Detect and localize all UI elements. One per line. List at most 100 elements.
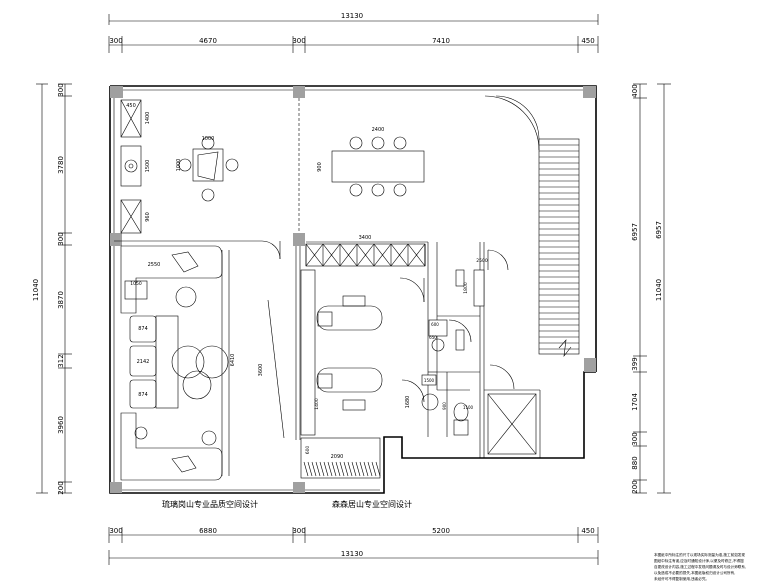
hob-1 xyxy=(317,311,333,327)
lamp xyxy=(134,426,148,440)
top-total-label: 13130 xyxy=(341,12,363,20)
column-mid-left xyxy=(110,233,122,246)
dining-chair xyxy=(393,136,407,150)
note-line-3: 自更改设计内容,施工过程中发现问题请及时与设计师联系, xyxy=(654,564,746,569)
note-line-2: 图纸中标注有误,应及时通知设计师,以便及时修正,不得擅 xyxy=(654,558,744,563)
hatch-line xyxy=(335,461,341,477)
hatch-line xyxy=(367,461,373,477)
coffee-table xyxy=(171,345,205,379)
dining-width-dim: 2400 xyxy=(372,127,385,133)
vanity-dim: 600 xyxy=(431,322,439,327)
seat-dim-1: 874 xyxy=(138,326,148,332)
hatch-line xyxy=(375,461,381,477)
cabinet-cell xyxy=(356,243,375,267)
cabinet-dim: 450 xyxy=(126,103,136,109)
note-line-4: 以免造成不必要的损失,本图纸版权归设计公司所有, xyxy=(654,570,735,575)
dining-chair xyxy=(349,183,363,197)
column-bottom-mid xyxy=(293,482,305,493)
bottom-dimension: 300 6880 300 5200 450 13130 xyxy=(108,527,599,565)
shower xyxy=(487,393,537,455)
hatch-line xyxy=(371,461,377,477)
table-width-dim: 1000 xyxy=(202,136,215,142)
bottom-seg-4: 5200 xyxy=(432,527,450,535)
hob-2 xyxy=(317,373,333,389)
chair xyxy=(201,136,215,150)
column-top-mid xyxy=(293,86,305,98)
hatch-line xyxy=(311,461,317,477)
top-seg-5: 450 xyxy=(581,37,594,45)
hatch-line xyxy=(355,461,361,477)
coffee-table xyxy=(182,370,212,400)
storage-dim: 960 xyxy=(145,212,151,222)
basin xyxy=(421,393,439,411)
left-seg-6: 3960 xyxy=(57,416,65,434)
vanity xyxy=(428,319,448,337)
right-seg-1: 400 xyxy=(631,84,639,97)
dining-table xyxy=(331,150,425,183)
column-right-low xyxy=(584,358,596,372)
hatch-line xyxy=(359,461,365,477)
dining-area: 2400 900 xyxy=(317,127,425,197)
left-seg-4: 3870 xyxy=(57,291,65,309)
column-top-right xyxy=(583,86,596,98)
bottom-cabinet-dim: 2090 xyxy=(331,454,344,460)
dining-chair xyxy=(371,183,385,197)
seat-dim-3: 874 xyxy=(138,392,148,398)
toilet-tank xyxy=(453,419,469,436)
sink-1 xyxy=(342,295,366,307)
top-seg-3: 300 xyxy=(292,37,305,45)
cabinet-row-dim: 3400 xyxy=(359,235,372,241)
basin-dim: 1500 xyxy=(145,160,151,173)
notes-block: 本图纸中所标注的尺寸以现场实际测量为准,施工前如发现 图纸中标注有误,应及时通知… xyxy=(654,552,746,581)
round-stool xyxy=(175,286,197,308)
cabinet-cell xyxy=(305,243,324,267)
dining-chair xyxy=(393,183,407,197)
left-seg-2: 3780 xyxy=(57,156,65,174)
hatch-line xyxy=(339,461,345,477)
hatch-line xyxy=(331,461,337,477)
left-total-label: 11040 xyxy=(32,279,40,301)
hatch-line xyxy=(303,461,309,477)
coffee-table xyxy=(195,345,229,379)
outer-walls xyxy=(109,85,597,494)
seat-dim-2: 2142 xyxy=(137,359,150,365)
dining-chair xyxy=(349,136,363,150)
cabinet-cell xyxy=(390,243,409,267)
living-length-dim: 6410 xyxy=(230,354,236,367)
bathroom: 1800 2500 1500 900 1100 600 650 xyxy=(421,249,537,455)
staircase xyxy=(484,95,580,358)
chair xyxy=(225,158,239,172)
bottom-seg-1: 300 xyxy=(109,527,122,535)
hatch-line xyxy=(319,461,325,477)
toilet-gap-dim: 900 xyxy=(442,402,447,410)
island-1 xyxy=(316,305,383,331)
column-mid-center xyxy=(293,233,305,246)
vanity-width-dim: 1500 xyxy=(424,378,435,383)
cabinet-cell xyxy=(322,243,341,267)
note-line-5: 未经许可不得复制使用,违者必究。 xyxy=(654,576,709,581)
right-seg-5: 300 xyxy=(631,432,639,445)
bath-cabinet-dim: 1800 xyxy=(463,282,469,294)
cabinet-cell xyxy=(373,243,392,267)
caption-right: 森森居山专业空间设计 xyxy=(332,499,412,509)
hatch-line xyxy=(343,461,349,477)
chair xyxy=(178,158,192,172)
sink-2 xyxy=(342,399,366,411)
table-depth-dim: 1000 xyxy=(176,159,182,172)
kitchen-depth-dim: 1680 xyxy=(405,396,411,409)
hatch-line xyxy=(351,461,357,477)
side-cabinet-dim: 1400 xyxy=(314,398,320,410)
tall-cabinet xyxy=(300,269,316,436)
dining-chair xyxy=(371,136,385,150)
bottom-total-label: 13130 xyxy=(341,550,363,558)
toilet-width-dim: 1100 xyxy=(463,405,474,410)
hatch-line xyxy=(327,461,333,477)
toilet-bowl xyxy=(453,402,469,422)
living-room: 2550 1050 874 2142 874 6410 3600 xyxy=(120,240,285,481)
column-top-left xyxy=(110,86,123,98)
bottom-seg-3: 300 xyxy=(292,527,305,535)
wall-length-dim: 3600 xyxy=(258,364,264,377)
upper-left-room: 450 1400 1500 960 1000 1000 xyxy=(120,99,239,234)
column-bottom-left xyxy=(110,482,122,493)
